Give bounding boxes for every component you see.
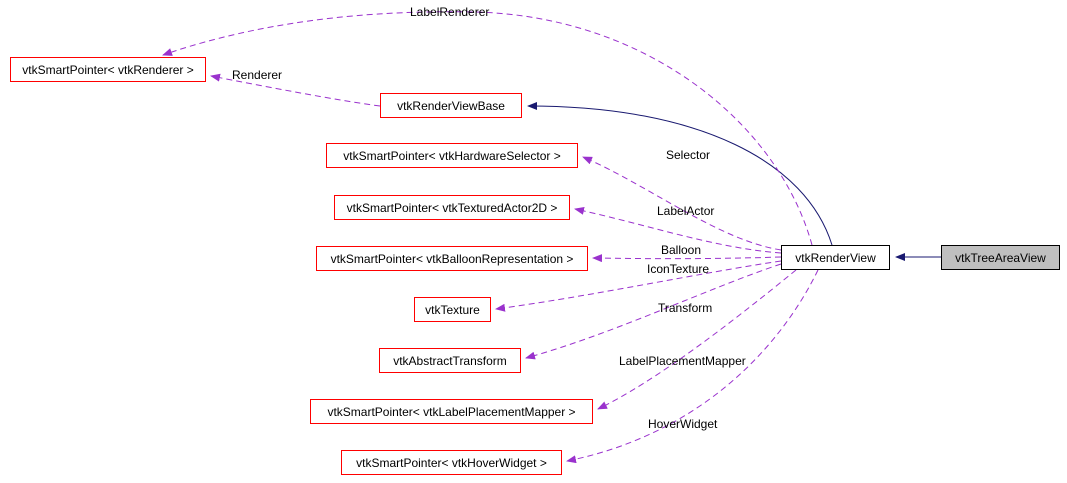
node-vtksmartpointer-vtkhardwareselector[interactable]: vtkSmartPointer< vtkHardwareSelector > [326, 143, 578, 168]
node-vtksmartpointer-vtkballoonrepresentation[interactable]: vtkSmartPointer< vtkBalloonRepresentatio… [316, 246, 588, 271]
edge-usage-labelplacementmapper [597, 269, 797, 410]
node-vtksmartpointer-vtklabelplacementmapper[interactable]: vtkSmartPointer< vtkLabelPlacementMapper… [310, 399, 593, 424]
edge-usage-balloon [592, 254, 782, 263]
node-vtkrenderview[interactable]: vtkRenderView [781, 245, 890, 270]
edge-label-balloon: Balloon [661, 243, 702, 257]
edge-label-labelplacementmapper: LabelPlacementMapper [619, 354, 746, 368]
edge-inherit-renderview-renderviewbase [527, 102, 833, 246]
node-vtkrenderviewbase[interactable]: vtkRenderViewBase [380, 93, 522, 118]
node-vtktreeareaview: vtkTreeAreaView [941, 245, 1060, 270]
edge-label-labelrenderer: LabelRenderer [410, 5, 490, 19]
edge-label-transform: Transform [658, 301, 713, 315]
edge-label-labelactor: LabelActor [657, 204, 715, 218]
node-vtksmartpointer-vtktexturedactor2d[interactable]: vtkSmartPointer< vtkTexturedActor2D > [334, 195, 570, 220]
edge-label-selector: Selector [666, 148, 711, 162]
node-vtksmartpointer-vtkrenderer[interactable]: vtkSmartPointer< vtkRenderer > [10, 57, 206, 82]
edge-label-hoverwidget: HoverWidget [648, 417, 718, 431]
edge-label-renderer: Renderer [232, 68, 283, 82]
edge-label-icontexture: IconTexture [647, 262, 710, 276]
node-vtktexture[interactable]: vtkTexture [414, 297, 491, 322]
node-vtksmartpointer-vtkhoverwidget[interactable]: vtkSmartPointer< vtkHoverWidget > [341, 450, 562, 475]
node-vtkabstracttransform[interactable]: vtkAbstractTransform [379, 348, 521, 373]
edge-usage-transform [525, 263, 782, 360]
